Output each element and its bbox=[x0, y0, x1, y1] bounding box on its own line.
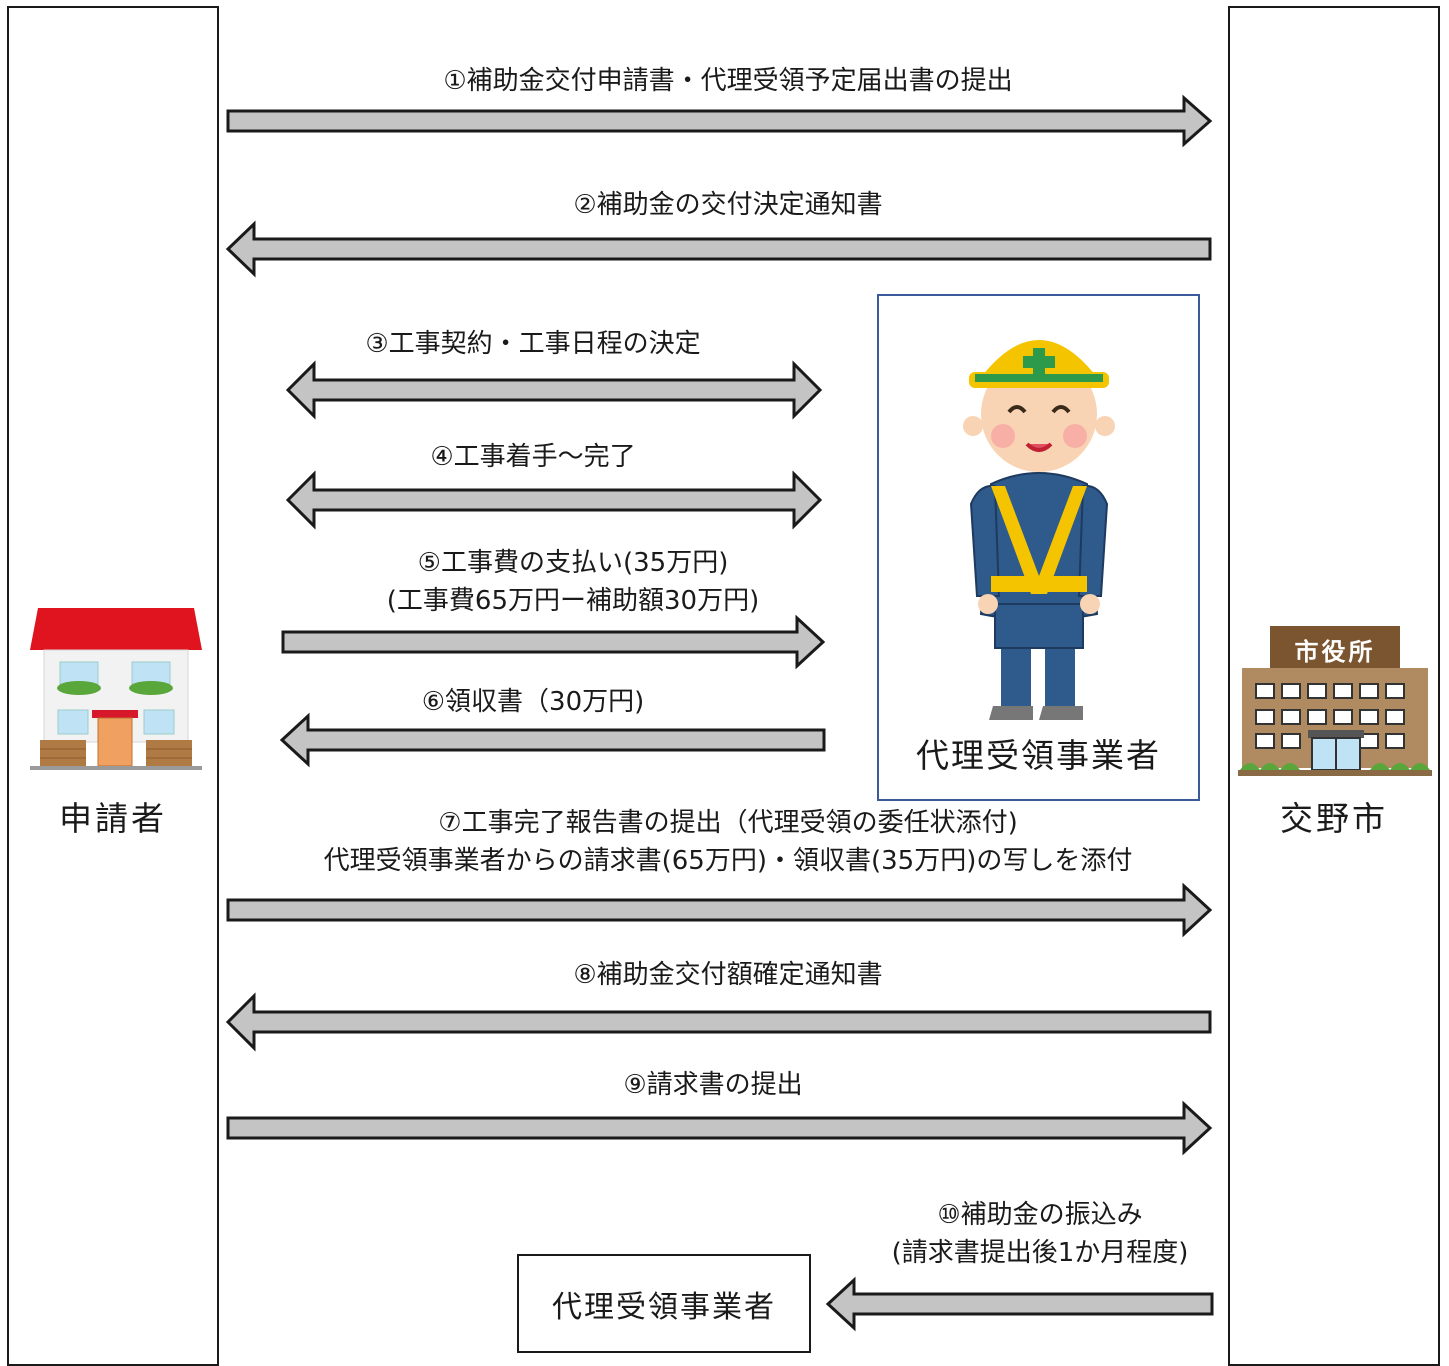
step-7-arrow bbox=[226, 882, 1213, 938]
city-hall-sign: 市役所 bbox=[1294, 638, 1376, 666]
contractor-box: 代理受領事業者 bbox=[877, 294, 1200, 801]
step-5-label: ⑤工事費の支払い(35万円)(工事費65万円ー補助額30万円) bbox=[386, 548, 760, 616]
step-1-label: ①補助金交付申請書・代理受領予定届出書の提出 bbox=[443, 66, 1013, 96]
step-9-label: ⑨請求書の提出 bbox=[623, 1070, 803, 1100]
step-5-arrow-shape bbox=[281, 614, 826, 670]
step-8-arrow bbox=[225, 992, 1212, 1052]
step-2-arrow bbox=[225, 220, 1212, 278]
step-1-arrow-shape bbox=[226, 94, 1213, 148]
step-8-label: ⑧補助金交付額確定通知書 bbox=[573, 960, 883, 990]
step-8-arrow-shape bbox=[225, 992, 1212, 1052]
step-3-label: ③工事契約・工事日程の決定 bbox=[365, 329, 701, 359]
step-4-label: ④工事着手～完了 bbox=[430, 442, 636, 472]
step-5-arrow bbox=[281, 614, 826, 670]
step-4-arrow bbox=[285, 470, 823, 530]
step-10-arrow bbox=[825, 1276, 1214, 1332]
step-6-arrow bbox=[279, 712, 826, 768]
construction-worker-icon bbox=[963, 340, 1115, 720]
step-3-arrow bbox=[285, 360, 823, 420]
payment-recipient-box: 代理受領事業者 bbox=[517, 1254, 811, 1353]
step-10-arrow-shape bbox=[825, 1276, 1214, 1332]
step-1-arrow bbox=[226, 94, 1213, 148]
contractor-label: 代理受領事業者 bbox=[916, 736, 1161, 775]
step-2-label: ②補助金の交付決定通知書 bbox=[573, 190, 883, 220]
step-6-label: ⑥領収書（30万円) bbox=[421, 687, 645, 717]
step-7-label: ⑦工事完了報告書の提出（代理受領の委任状添付)代理受領事業者からの請求書(65万… bbox=[323, 808, 1133, 876]
step-9-arrow-shape bbox=[226, 1100, 1213, 1156]
step-6-arrow-shape bbox=[279, 712, 826, 768]
city-hall-icon: 市役所 bbox=[1238, 626, 1432, 776]
city-label: 交野市 bbox=[1280, 799, 1388, 838]
step-3-arrow-shape bbox=[285, 360, 823, 420]
step-10-label: ⑩補助金の振込み(請求書提出後1か月程度) bbox=[891, 1200, 1189, 1268]
step-2-arrow-shape bbox=[225, 220, 1212, 278]
step-4-arrow-shape bbox=[285, 470, 823, 530]
step-9-arrow bbox=[226, 1100, 1213, 1156]
house-icon bbox=[30, 608, 202, 770]
step-7-arrow-shape bbox=[226, 882, 1213, 938]
applicant-label: 申請者 bbox=[59, 799, 167, 838]
